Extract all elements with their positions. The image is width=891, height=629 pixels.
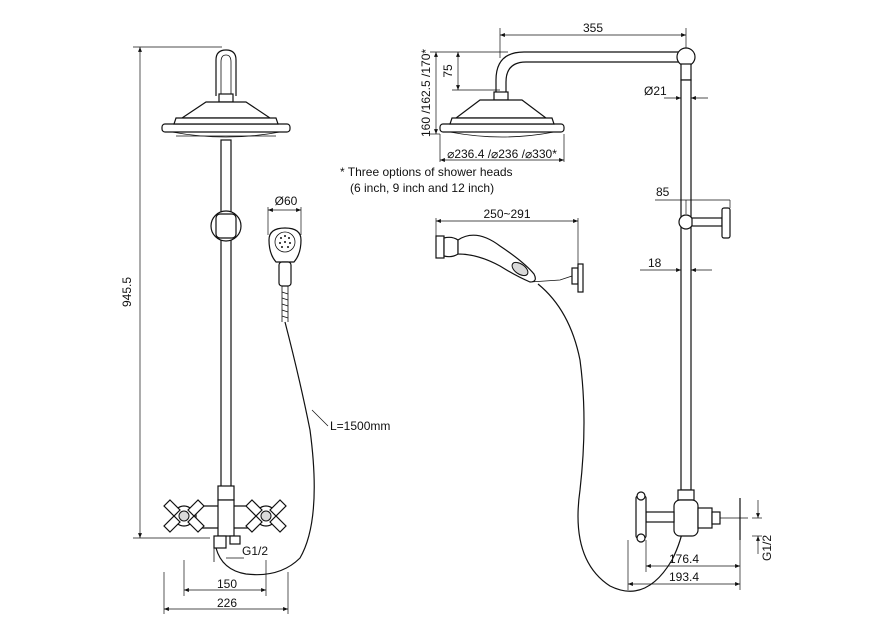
centres-label: 150 bbox=[217, 577, 237, 591]
handset-front: Ø60 bbox=[267, 194, 302, 322]
head-diameter-dimension: ⌀236.4 /⌀236 /⌀330* bbox=[439, 134, 565, 162]
note-line-1: * Three options of shower heads bbox=[340, 165, 513, 179]
arm-drop-dimension: 75 bbox=[441, 51, 508, 91]
projection-1-label: 176.4 bbox=[669, 552, 699, 566]
bracket-depth-label: 85 bbox=[656, 185, 670, 199]
inlet-right-label: G1/2 bbox=[760, 535, 774, 561]
arm-reach-label: 355 bbox=[583, 21, 603, 35]
riser-rail-side bbox=[680, 79, 692, 491]
rail-diameter-dimension: Ø21 bbox=[644, 84, 708, 100]
shower-arm-side bbox=[493, 51, 684, 101]
note-line-2: (6 inch, 9 inch and 12 inch) bbox=[350, 181, 494, 195]
centres-dimension: 150 bbox=[183, 560, 267, 596]
cold-cross-handle bbox=[245, 499, 287, 533]
mixer-valve-front: G1/2 bbox=[163, 485, 287, 562]
hose-side bbox=[537, 283, 685, 592]
hose-length-label: L=1500mm bbox=[330, 419, 390, 433]
rail-offset-label: 18 bbox=[648, 256, 662, 270]
handset-reach-label: 250~291 bbox=[483, 207, 530, 221]
rail-offset-dimension: 18 bbox=[640, 256, 712, 272]
rail-diameter-label: Ø21 bbox=[644, 84, 667, 98]
hot-cross-handle bbox=[163, 499, 205, 533]
riser-rail-front bbox=[220, 139, 232, 489]
wall-bracket-front bbox=[210, 210, 242, 242]
width-label: 226 bbox=[217, 596, 237, 610]
inlet-left-label: G1/2 bbox=[242, 544, 268, 558]
side-view: 355 75 160 /162.5 /170* bbox=[419, 21, 774, 592]
head-height-dimension: 160 /162.5 /170* bbox=[419, 49, 452, 137]
shower-arm bbox=[215, 49, 237, 103]
front-view: 945.5 Ø60 bbox=[120, 46, 390, 614]
width-dimension: 226 bbox=[163, 572, 289, 614]
overall-height-dimension: 945.5 bbox=[120, 46, 222, 539]
shower-head-side bbox=[439, 99, 565, 138]
arm-reach-dimension: 355 bbox=[499, 21, 687, 58]
projection-2-label: 193.4 bbox=[669, 570, 699, 584]
handset-side: 250~291 bbox=[435, 207, 584, 293]
projection-dimensions: 176.4 193.4 bbox=[627, 540, 741, 590]
head-diameters-label: ⌀236.4 /⌀236 /⌀330* bbox=[447, 147, 557, 161]
arm-drop-label: 75 bbox=[441, 64, 455, 78]
handset-diameter-label: Ø60 bbox=[275, 194, 298, 208]
head-heights-label: 160 /162.5 /170* bbox=[419, 49, 433, 137]
overall-height-label: 945.5 bbox=[120, 277, 134, 307]
hose-front: L=1500mm bbox=[215, 321, 390, 576]
shower-head-front bbox=[161, 101, 291, 138]
rail-top-joint bbox=[676, 47, 696, 81]
shower-head-options-note: * Three options of shower heads (6 inch,… bbox=[340, 165, 513, 195]
mixer-valve-side: G1/2 bbox=[635, 489, 774, 561]
wall-bracket-side: 85 bbox=[655, 185, 731, 239]
cross-handle-side bbox=[635, 491, 675, 543]
